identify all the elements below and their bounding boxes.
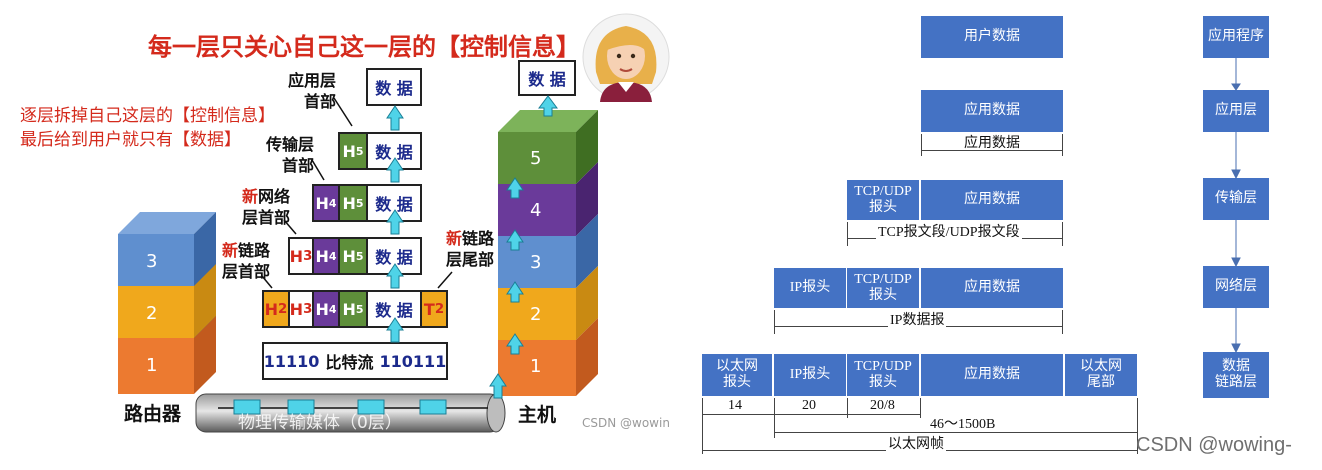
bitstream-mid: 比特流: [325, 353, 374, 372]
router-stack-graphic: [118, 212, 216, 394]
r5-eth-header: 以太网 报头: [702, 354, 772, 396]
bitstream-right: 110111: [379, 351, 447, 371]
right-panel: 用户数据 应用程序 应用数据 应用层 应用数据 TCP/UDP 报头 应用数据 …: [698, 0, 1322, 470]
r4-app-data: 应用数据: [921, 268, 1063, 308]
r5-size-payload: 46～1500B: [930, 417, 996, 432]
layer-application: 应用层: [1203, 90, 1269, 132]
r3-tick-left: [847, 222, 848, 246]
layer-arrows: [1231, 58, 1241, 354]
avatar: [582, 12, 670, 102]
r5-span-label: 以太网帧: [886, 433, 946, 453]
r5-ip-header: IP报头: [774, 354, 846, 396]
r5-tcp-header: TCP/UDP 报头: [847, 354, 919, 396]
layer-transport: 传输层: [1203, 178, 1269, 220]
r5-size-tcp: 20/8: [870, 398, 895, 413]
left-panel: 每一层只关心自己这一层的【控制信息】 逐层拆掉自己这层的【控制信息】 最后给到用…: [20, 12, 670, 434]
r2-app-data: 应用数据: [921, 90, 1063, 132]
host-label: 主机: [518, 404, 557, 426]
label-net-header: 新网络层首部: [241, 187, 290, 227]
note-line-1: 逐层拆掉自己这层的【控制信息】: [20, 106, 275, 126]
r5-app-data: 应用数据: [921, 354, 1063, 396]
bitstream-box: 11110 比特流 110111: [262, 342, 448, 380]
bitstream-left: 11110: [263, 351, 320, 371]
host-layer-5: 5: [530, 148, 542, 169]
avatar-illustration: [582, 13, 670, 102]
label-link-header: 新链路层首部: [221, 241, 270, 281]
host-layer-1: 1: [530, 356, 542, 377]
r4-tick-right: [1062, 310, 1063, 334]
r2-tick-right: [1062, 134, 1063, 156]
r1-user-data: 用户数据: [921, 16, 1063, 58]
r5-size-eth: 14: [728, 398, 742, 413]
left-title: 每一层只关心自己这一层的【控制信息】: [148, 33, 580, 61]
r5-tick-e: [1137, 398, 1138, 454]
r5-size-line: [702, 414, 920, 415]
transmission-medium: [188, 392, 508, 434]
medium-cylinder: [195, 393, 506, 433]
r5-tick-d: [920, 398, 921, 418]
router-stack: [116, 210, 218, 396]
layer-datalink: 数据 链路层: [1203, 352, 1269, 398]
r2-span-label: 应用数据: [964, 136, 1020, 151]
r4-ip-header: IP报头: [774, 268, 846, 308]
r5-size-ip: 20: [802, 398, 816, 413]
r2-span-line: [921, 150, 1063, 151]
r5-tick-b: [774, 398, 775, 438]
r5-eth-trailer: 以太网 尾部: [1065, 354, 1137, 396]
r5-payload-line: [774, 432, 1137, 433]
r2-tick-left: [921, 134, 922, 156]
medium-label: 物理传输媒体（0层）: [238, 413, 402, 433]
medium-to-host-arrow: [489, 373, 507, 399]
label-link-trailer: 新链路层尾部: [445, 229, 494, 269]
r4-tick-left: [774, 310, 775, 334]
router-layer-1: 1: [146, 355, 158, 376]
label-app-header: 应用层首部: [287, 71, 336, 111]
left-watermark: CSDN @wowin: [582, 416, 670, 430]
note-line-2: 最后给到用户就只有【数据】: [20, 130, 241, 150]
host-upward-arrows: [506, 177, 524, 355]
r4-tcp-header: TCP/UDP 报头: [847, 268, 919, 308]
host-layer-2: 2: [530, 304, 542, 325]
r3-tcp-header: TCP/UDP 报头: [847, 180, 919, 220]
frame-upward-arrows: [386, 105, 404, 343]
r5-tick-a: [702, 398, 703, 454]
host-top-arrow: [538, 95, 558, 117]
frame-0-data: 数 据: [366, 68, 422, 106]
right-watermark: CSDN @wowing-: [1136, 434, 1292, 456]
layer-application-program: 应用程序: [1203, 16, 1269, 58]
label-trans-header: 传输层首部: [265, 135, 314, 175]
host-top-data-box: 数 据: [518, 60, 576, 96]
router-layer-2: 2: [146, 303, 158, 324]
host-layer-3: 3: [530, 252, 542, 273]
r3-span-label: TCP报文段/UDP报文段: [876, 221, 1022, 241]
r4-span-label: IP数据报: [888, 309, 947, 329]
router-label: 路由器: [124, 403, 182, 425]
r3-tick-right: [1062, 222, 1063, 246]
r5-tick-c: [847, 398, 848, 418]
host-layer-4: 4: [530, 200, 542, 221]
router-layer-3: 3: [146, 251, 158, 272]
layer-network: 网络层: [1203, 266, 1269, 308]
r3-app-data: 应用数据: [921, 180, 1063, 220]
